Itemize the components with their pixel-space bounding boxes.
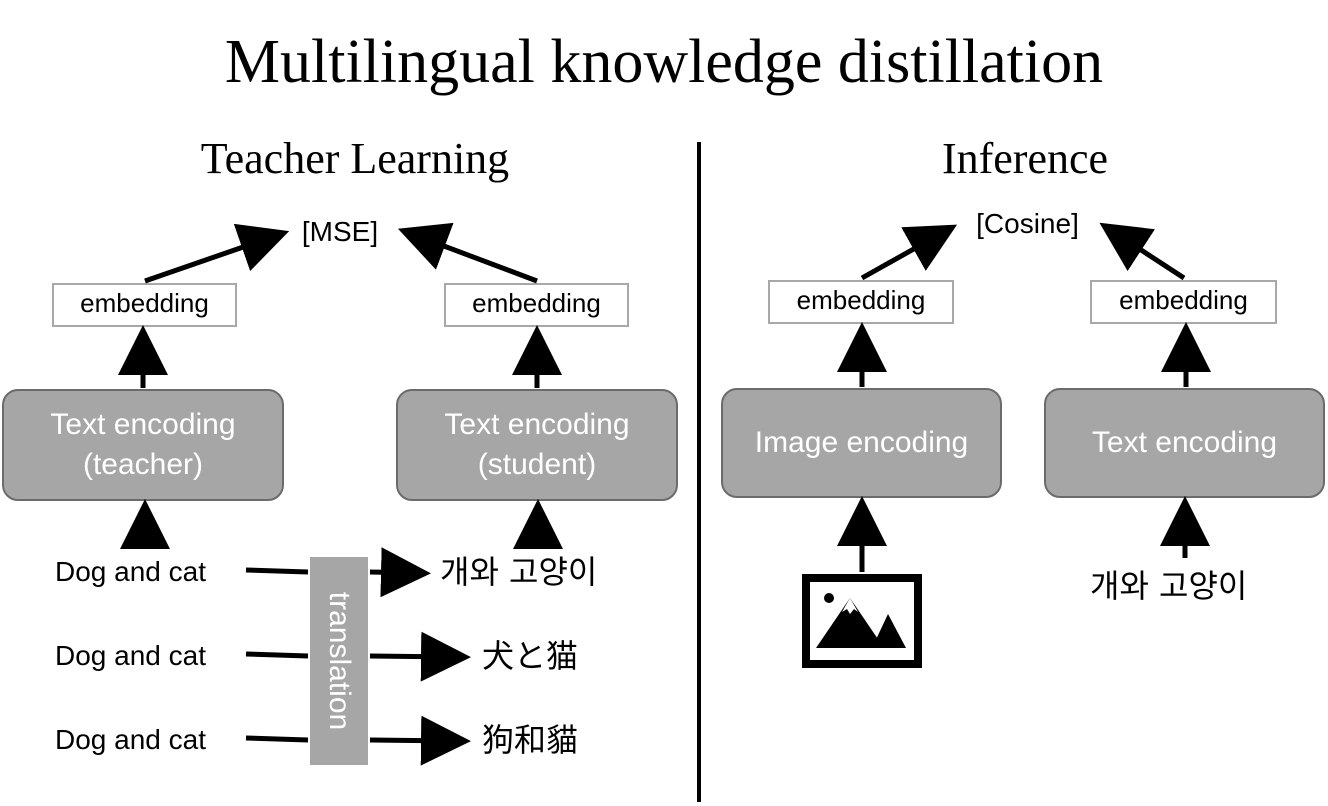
student-embedding-label: embedding [472,288,601,318]
teacher-encoder-line2: (teacher) [82,448,204,481]
arrow-text-to-cosine [1099,222,1186,281]
arrow-image-to-cosine [860,224,958,281]
line-source3-to-translation [245,735,309,743]
line-source2-to-translation [245,651,309,659]
image-embedding-box: embedding [768,280,954,324]
source-sentence-3: Dog and cat [55,724,206,755]
image-embedding-label: embedding [796,285,926,315]
arrow-translation-to-korean [369,547,431,598]
teacher-text-encoder: Text encoding (teacher) [2,389,284,501]
source-sentence-1: Dog and cat [55,556,206,587]
text-encoder: Text encoding [1044,388,1325,498]
arrow-teacher-to-mse [144,223,290,284]
target-sentence-japanese: 犬と猫 [482,637,579,675]
inference-heading: Inference [941,134,1109,183]
inference-text-input: 개와 고양이 [1090,567,1248,605]
cosine-label: [Cosine] [976,208,1079,239]
image-encoder-label: Image encoding [754,426,969,459]
target-sentence-chinese: 狗和貓 [482,721,579,759]
source-sentence-2: Dog and cat [55,640,206,671]
teacher-encoder-line1: Text encoding [50,408,236,441]
arrow-translation-to-japanese [369,631,471,682]
section-divider [697,142,701,802]
teacher-embedding-label: embedding [80,288,209,318]
line-source1-to-translation [245,567,309,575]
target-sentence-korean: 개와 고양이 [440,553,598,591]
mse-label: [MSE] [301,216,379,247]
image-encoder: Image encoding [721,388,1002,498]
image-icon [802,574,922,668]
diagram-title: Multilingual knowledge distillation [224,28,1104,96]
arrow-student-to-mse [397,222,538,284]
student-encoder-line2: (student) [477,448,597,481]
student-encoder-line1: Text encoding [444,408,630,441]
text-encoder-label: Text encoding [1091,426,1278,459]
translation-block [310,557,368,765]
arrow-translation-to-chinese [369,715,471,766]
text-embedding-label: embedding [1119,285,1248,315]
teacher-learning-heading: Teacher Learning [200,134,510,183]
